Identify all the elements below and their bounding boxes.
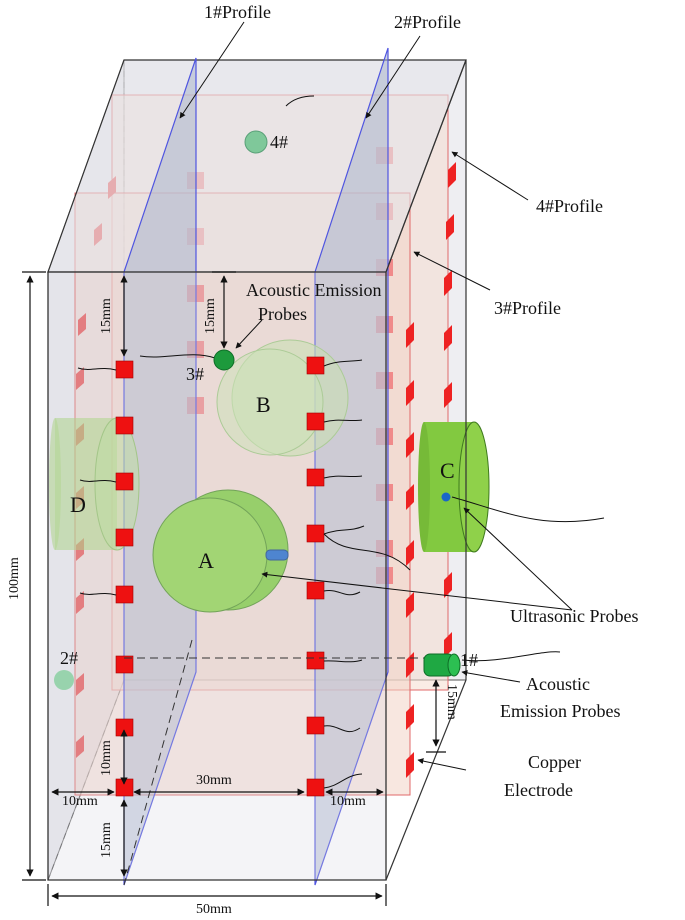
label-probe-1: 1# [460, 650, 478, 670]
label-us-a: A [198, 548, 214, 573]
label-ae-bottom-1: Acoustic [526, 674, 590, 694]
ultrasonic-probe-d [49, 417, 140, 551]
label-probe-3: 3# [186, 364, 204, 384]
label-ae-top-2: Probes [258, 304, 307, 324]
label-profile-4: 4#Profile [536, 196, 603, 216]
front-electrodes-col2 [306, 356, 325, 797]
dim-bottom-15: 15mm [99, 822, 114, 858]
dim-bottom-10: 10mm [99, 740, 114, 776]
ultrasonic-probe-c [418, 421, 490, 553]
electrode-wires [77, 95, 605, 789]
dim-30: 30mm [196, 773, 232, 788]
dim-top-15-mid: 15mm [203, 298, 218, 334]
ae-probes [54, 130, 461, 690]
ultrasonic-probe-a [152, 489, 289, 613]
label-ae-bottom-2: Emission Probes [500, 701, 621, 721]
label-profile-3: 3#Profile [494, 298, 561, 318]
dim-right-15: 15mm [444, 684, 459, 720]
label-us-d: D [70, 492, 86, 517]
diagram-labels: 1#Profile 2#Profile 4#Profile 3#Profile … [7, 2, 638, 917]
dimension-lines [22, 271, 446, 906]
leader-arrows [179, 21, 573, 771]
profile-plane-2 [314, 47, 389, 886]
label-ae-top-1: Acoustic Emission [246, 280, 382, 300]
label-us-c: C [440, 458, 455, 483]
profile-plane-1 [123, 57, 197, 886]
label-profile-2: 2#Profile [394, 12, 461, 32]
label-profile-1: 1#Profile [204, 2, 271, 22]
dim-width: 50mm [196, 902, 232, 915]
dashed-reference-lines [123, 639, 428, 886]
label-probe-4: 4# [270, 132, 288, 152]
dim-left-10: 10mm [62, 794, 98, 809]
dim-height: 100mm [7, 557, 22, 600]
label-copper-2: Electrode [504, 780, 573, 800]
label-probe-2: 2# [60, 648, 78, 668]
label-copper-1: Copper [528, 752, 581, 772]
dim-right-10: 10mm [330, 794, 366, 809]
label-ultrasonic: Ultrasonic Probes [510, 606, 638, 626]
right-side-electrodes [406, 162, 456, 778]
label-us-b: B [256, 392, 271, 417]
dim-top-15-left: 15mm [99, 298, 114, 334]
